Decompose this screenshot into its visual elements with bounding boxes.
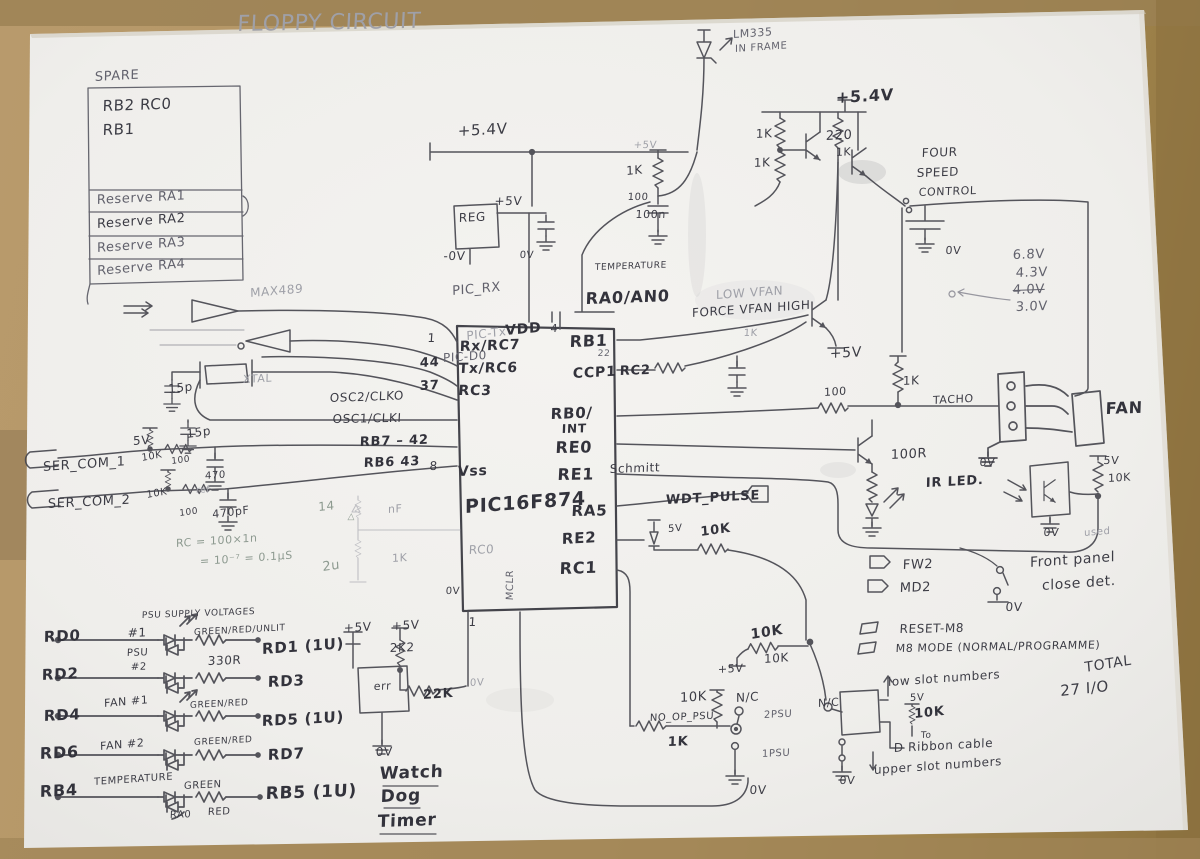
ground-loop-wire xyxy=(519,611,749,807)
vdd-wire xyxy=(528,212,553,323)
fan-connector xyxy=(978,371,1105,467)
wdt-pulse-flag xyxy=(616,485,769,507)
pic-chip-outline xyxy=(455,324,619,613)
re2-wire xyxy=(616,519,807,641)
opto-sensor xyxy=(616,455,1107,553)
regulator-section xyxy=(429,142,689,265)
max489-buffers xyxy=(123,299,458,387)
serial-com-section xyxy=(24,427,458,531)
lm335-temp-sensor xyxy=(696,29,733,151)
front-panel-signals xyxy=(857,547,1009,655)
spare-pin-box xyxy=(86,85,249,305)
rb1-vfan-wire xyxy=(616,161,845,349)
led-indicator-rows xyxy=(54,613,263,820)
paper-top-edge xyxy=(30,10,1146,38)
slot-number-switch xyxy=(823,675,920,781)
crystal-oscillator xyxy=(163,359,458,454)
paper-sheet xyxy=(24,10,1188,848)
voltage-note-arrow xyxy=(948,288,1011,301)
tacho-wire xyxy=(616,355,999,417)
ir-led-driver xyxy=(616,419,905,537)
watchdog-timer xyxy=(343,611,469,835)
temp-filter-column xyxy=(559,149,698,330)
psu-switch-block xyxy=(629,638,827,785)
faint-erased-divider xyxy=(349,495,461,583)
ccp1-rc2-wire xyxy=(616,321,807,397)
rc1-wire xyxy=(616,569,631,727)
paper-right-edge xyxy=(1139,10,1188,830)
